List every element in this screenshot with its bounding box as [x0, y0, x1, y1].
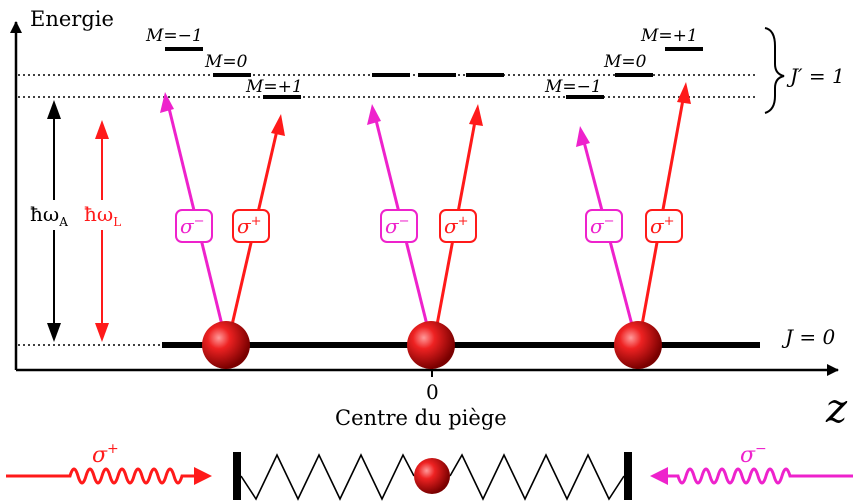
left-sigma-minus-arrowhead [160, 92, 174, 113]
right-beam-arrowhead [650, 467, 668, 485]
z-axis-label: z [825, 386, 848, 432]
left-sigma-plus-label: σ+ [237, 214, 262, 238]
center-sigma-minus-box [380, 209, 418, 243]
transitions-left: σ− σ+ [160, 92, 285, 326]
right-sigma-plus-box [645, 209, 683, 243]
right-beam-wave [664, 467, 853, 485]
laser-energy-arrowhead-top [95, 120, 109, 139]
right-label-m-0: M=0 [603, 52, 647, 72]
right-label-m-minus1: M=−1 [544, 77, 602, 97]
center-sigma-plus-label: σ+ [444, 214, 469, 238]
atom-center [407, 321, 455, 369]
atom-left [202, 321, 250, 369]
right-label-m-plus1: M=+1 [640, 26, 698, 46]
right-sigma-plus-label: σ+ [650, 214, 675, 238]
spring-trap [233, 452, 632, 501]
right-sigma-minus-box [585, 209, 623, 243]
right-beam-label: σ− [740, 441, 767, 468]
center-sigma-plus-box [439, 209, 477, 243]
atomic-energy-label: ħωA [30, 202, 68, 229]
right-sigma-minus-arrowhead [576, 126, 590, 147]
laser-energy-label-bg [82, 200, 132, 230]
transitions-center: σ− σ+ [367, 104, 483, 326]
energy-levels: M=−1 M=0 M=+1 M=+1 M=0 M=−1 J′ = 1 J = 0 [18, 26, 845, 349]
left-beam-label: σ+ [92, 441, 119, 468]
left-sigma-minus-box [175, 209, 213, 243]
laser-beams: σ+ σ− [6, 441, 853, 485]
excited-level-label: J′ = 1 [786, 64, 845, 88]
left-label-m-plus1: M=+1 [245, 77, 303, 97]
right-spring [449, 453, 625, 501]
center-sigma-plus-arrowhead [469, 104, 483, 126]
excited-level-brace [764, 27, 785, 114]
center-sigma-minus-arrowhead [367, 104, 381, 125]
left-sigma-plus-arrowhead [271, 114, 285, 136]
left-sigma-plus-box [232, 209, 270, 243]
ground-level-label: J = 0 [781, 325, 835, 349]
left-spring [240, 453, 415, 501]
trap-center-label: Centre du piège [335, 406, 507, 430]
energy-arrows: ħωA ħωL [28, 100, 132, 342]
left-wall [233, 452, 241, 500]
atomic-energy-arrowhead-top [47, 100, 61, 119]
center-sigma-minus-label: σ− [385, 214, 410, 238]
laser-energy-label: ħωL [84, 202, 121, 229]
right-sigma-plus-arrowhead [677, 82, 691, 104]
transitions-right: σ− σ+ [576, 82, 691, 326]
atomic-energy-label-bg [28, 200, 80, 230]
left-label-m-0: M=0 [204, 52, 248, 72]
axes: Energie z 0 Centre du piège [10, 7, 848, 432]
right-wall [624, 452, 632, 500]
trapped-atom [414, 458, 450, 494]
energy-axis-label: Energie [30, 7, 114, 31]
zero-label: 0 [426, 380, 439, 404]
atoms [202, 321, 662, 369]
left-beam-arrowhead [194, 467, 212, 485]
left-sigma-minus-label: σ− [180, 214, 205, 238]
laser-energy-arrowhead-bottom [95, 323, 109, 342]
atomic-energy-arrowhead-bottom [47, 323, 61, 342]
left-label-m-minus1: M=−1 [145, 26, 203, 46]
atom-right [614, 321, 662, 369]
right-sigma-minus-label: σ− [590, 214, 615, 238]
left-beam-wave [6, 467, 198, 485]
